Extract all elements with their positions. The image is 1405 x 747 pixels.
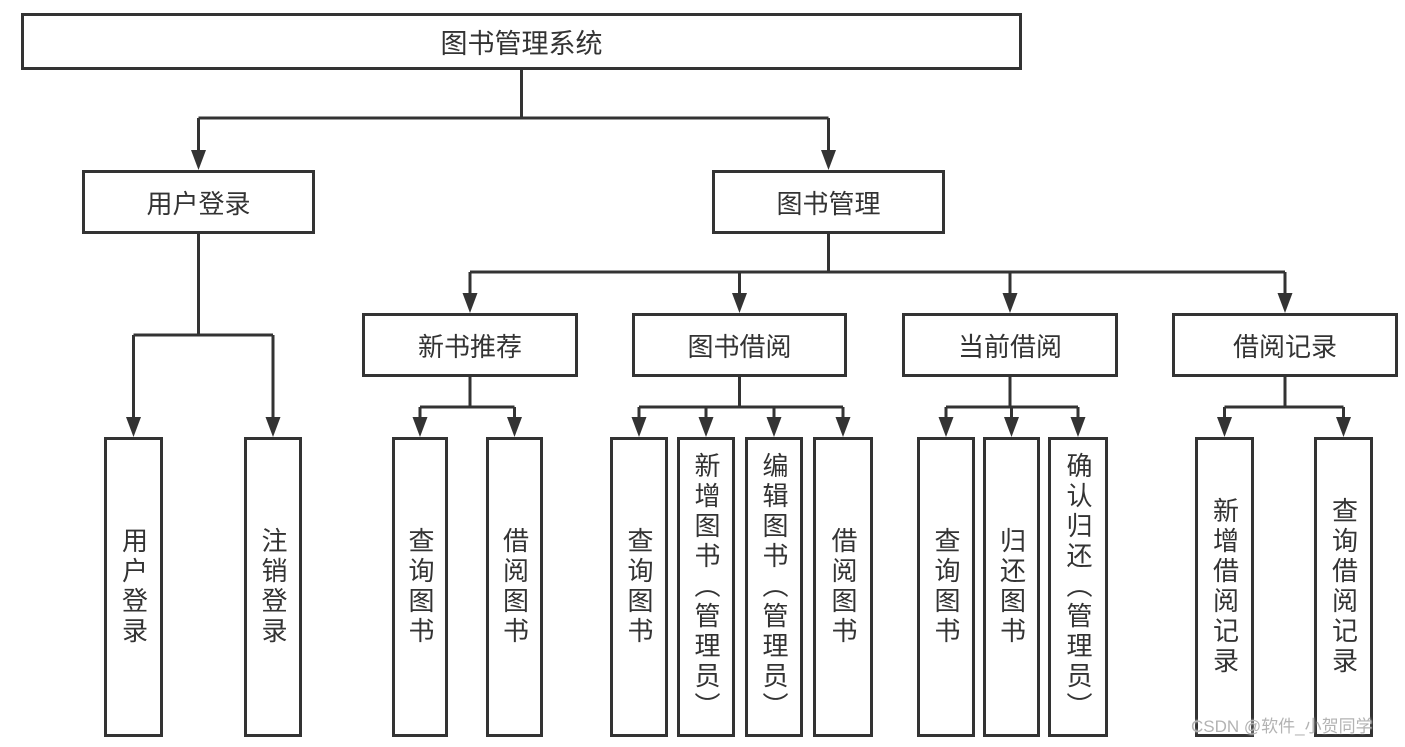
connector-line xyxy=(133,234,273,337)
node-label: 图书管理系统 xyxy=(440,29,603,59)
leaf-borrow-book-recommend: 借阅图书 xyxy=(486,437,543,737)
arrow xyxy=(1004,407,1019,437)
leaf-add-borrow-record: 新增借阅记录 xyxy=(1195,437,1254,737)
arrow xyxy=(1002,272,1018,313)
node-current-borrow: 当前借阅 xyxy=(902,313,1118,377)
csdn-watermark: CSDN @软件_小贺同学 xyxy=(1191,717,1373,736)
leaf-label: 查询图书 xyxy=(624,527,654,647)
leaf-borrow-book: 借阅图书 xyxy=(813,437,873,737)
arrow xyxy=(938,407,954,437)
node-label: 图书管理 xyxy=(776,188,881,219)
leaf-edit-book-admin: 编辑图书（管理员） xyxy=(745,437,803,737)
node-book-borrow: 图书借阅 xyxy=(632,313,847,377)
arrow xyxy=(1070,407,1086,437)
arrow xyxy=(265,335,281,437)
arrow xyxy=(732,272,747,313)
arrow xyxy=(631,407,647,437)
arrow xyxy=(821,118,836,170)
node-label: 图书借阅 xyxy=(687,331,792,362)
node-borrow-records: 借阅记录 xyxy=(1172,313,1398,377)
node-label: 当前借阅 xyxy=(957,331,1062,362)
arrow xyxy=(191,118,206,170)
leaf-label: 归还图书 xyxy=(996,527,1027,647)
leaf-label: 新增借阅记录 xyxy=(1209,497,1240,677)
node-label: 借阅记录 xyxy=(1232,331,1337,362)
arrow xyxy=(1336,407,1351,437)
connector-line xyxy=(639,377,843,409)
arrow xyxy=(698,407,714,437)
connector-line xyxy=(420,377,515,409)
connector-line xyxy=(1224,377,1344,409)
node-new-book-recommend: 新书推荐 xyxy=(362,313,578,377)
leaf-return-book: 归还图书 xyxy=(983,437,1040,737)
node-book-management: 图书管理 xyxy=(712,170,945,234)
leaf-user-login: 用户登录 xyxy=(104,437,163,737)
leaf-label: 借阅图书 xyxy=(828,527,858,647)
arrow xyxy=(766,407,782,437)
arrow xyxy=(1277,272,1293,313)
leaf-label: 编辑图书（管理员） xyxy=(759,452,789,722)
connector-line xyxy=(470,233,1285,274)
node-label: 用户登录 xyxy=(146,188,251,219)
leaf-label: 注销登录 xyxy=(258,527,288,647)
arrow xyxy=(835,407,851,437)
arrow xyxy=(412,407,428,437)
leaf-query-book: 查询图书 xyxy=(610,437,668,737)
node-root: 图书管理系统 xyxy=(21,13,1022,70)
leaf-add-book-admin: 新增图书（管理员） xyxy=(677,437,735,737)
arrow xyxy=(1217,407,1232,437)
leaf-label: 借阅图书 xyxy=(499,527,530,647)
leaf-confirm-return-admin: 确认归还（管理员） xyxy=(1048,437,1108,737)
arrow xyxy=(126,335,141,437)
connector-line xyxy=(198,70,829,120)
leaf-label: 用户登录 xyxy=(118,527,149,647)
arrow xyxy=(507,407,522,437)
leaf-label: 查询借阅记录 xyxy=(1328,497,1359,677)
leaf-label: 查询图书 xyxy=(931,527,961,647)
node-user-login: 用户登录 xyxy=(82,170,315,234)
connector-line xyxy=(946,377,1078,409)
leaf-label: 确认归还（管理员） xyxy=(1063,452,1093,722)
leaf-logout: 注销登录 xyxy=(244,437,302,737)
leaf-query-borrow-record: 查询借阅记录 xyxy=(1314,437,1373,737)
arrow xyxy=(462,272,478,313)
leaf-label: 查询图书 xyxy=(405,527,435,647)
node-label: 新书推荐 xyxy=(417,331,522,362)
leaf-query-book-recommend: 查询图书 xyxy=(392,437,448,737)
leaf-query-book-current: 查询图书 xyxy=(917,437,975,737)
leaf-label: 新增图书（管理员） xyxy=(691,452,721,722)
